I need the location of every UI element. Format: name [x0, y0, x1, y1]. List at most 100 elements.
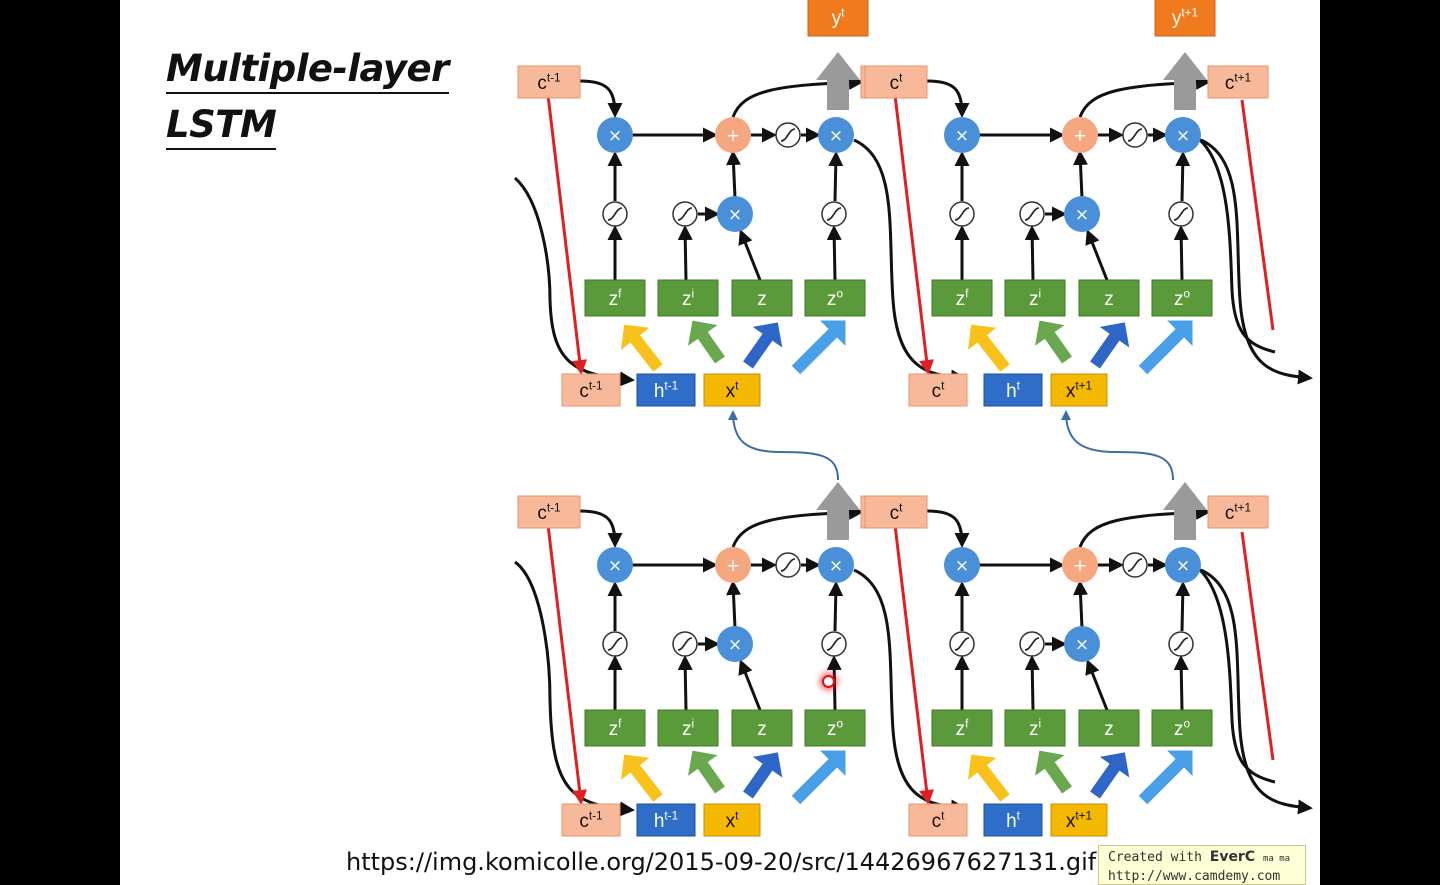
- layer2-cell1-output-multiply-node-symbol: ×: [829, 556, 843, 576]
- layer1-cell1-input-sigmoid-node: [672, 201, 698, 227]
- layer2-cell1-input-multiply-node: ×: [717, 626, 753, 662]
- layer2-cell2-red-peephole: [893, 524, 935, 805]
- layer1-cell2-input-multiply-node-circle: [1064, 196, 1100, 232]
- layer2-cell2-output-gate-box-label: zo: [1174, 718, 1191, 740]
- layer1-cell2-input-h-box: ht: [983, 373, 1043, 407]
- layer2-cell1-output-gate-box-bg: [804, 709, 866, 747]
- layer2-cell2-c-next-box-bg: [1207, 495, 1269, 529]
- layer1-cell2-cell-input-box-bg: [1078, 279, 1140, 317]
- layer-link-1: [728, 410, 839, 481]
- source-url: https://img.komicolle.org/2015-09-20/src…: [346, 848, 1097, 876]
- layer2-cell2-edge-zo-to-sig: [1173, 655, 1189, 711]
- layer2-cell2-input-c-box: ct: [908, 803, 968, 837]
- layer1-cell2-output-multiply-node-circle: [1165, 117, 1201, 153]
- layer1-cell2-edge-input-to-add: [1073, 150, 1089, 199]
- layer2-cell2-arrow-yellow: [968, 754, 1010, 802]
- layer1-cell2-c-next-box-label: ct+1: [1225, 72, 1251, 94]
- layer1-red-tail: [1240, 99, 1275, 331]
- layer1-cell2-edge-zi-to-sig: [1024, 225, 1040, 281]
- watermark-brand: EverC: [1209, 849, 1256, 865]
- layer1-cell1-output-sigmoid-node: [821, 201, 847, 227]
- layer2-cell1-output-sigmoid-node-curve: [826, 637, 842, 651]
- layer2-cell1-input-x-box-label: xt: [726, 810, 740, 832]
- layer1-cell1-forget-multiply-node: ×: [597, 117, 633, 153]
- layer2-cell2-output-gate-box-bg: [1151, 709, 1213, 747]
- layer1-cell2-cell-add-node: +: [1062, 117, 1098, 153]
- layer1-cell1-forget-gate-box-bg: [584, 279, 646, 317]
- layer1-cell2-cell-add-node-circle: [1062, 117, 1098, 153]
- layer1-cell2-input-gate-box-bg: [1004, 279, 1066, 317]
- layer2-cell1-edge-sigo-to-mult: [828, 581, 844, 632]
- layer1-cell1-arrow-green-shape: [688, 320, 725, 364]
- layer1-cell1-c-prev-box: ct-1: [517, 65, 581, 99]
- layer1-cell2-input-h-box-label: ht: [1006, 380, 1021, 402]
- layer1-cell2-input-sigmoid-node: [1019, 201, 1045, 227]
- layer1-cell1-input-x-box: xt: [703, 373, 761, 407]
- layer1-cell2-output-gate-box-bg: [1151, 279, 1213, 317]
- layer2-cell1-input-gate-box-bg: [657, 709, 719, 747]
- layer1-cell2-input-x-box: xt+1: [1050, 373, 1108, 407]
- layer1-cell2-input-gate-box-label: zi: [1029, 288, 1041, 310]
- layer2-cell1-cell-add-node-circle: [715, 547, 751, 583]
- layer1-cell1-output-multiply-node-symbol: ×: [829, 126, 843, 146]
- layer2-cell1-input-sigmoid-node-curve: [677, 637, 693, 651]
- layer2-cell1-input-sigmoid-node: [672, 631, 698, 657]
- layer2-cell2-edge-sigo-to-mult: [1175, 581, 1191, 632]
- layer2-cell2-cell-add-node-symbol: +: [1073, 556, 1087, 576]
- layer2-cell1-output-gate-box-label: zo: [827, 718, 844, 740]
- layer2-cell2-forget-multiply-node: ×: [944, 547, 980, 583]
- layer1-cell2-forget-sigmoid-node: [949, 201, 975, 227]
- layer2-cell1-input-h-box-label: ht-1: [654, 810, 678, 832]
- layer2-cell1-arrow-blue-dark: [743, 752, 783, 799]
- layer2-cell2-forget-sigmoid-node-curve: [954, 637, 970, 651]
- layer1-cell2-forget-gate-box-label: zf: [956, 288, 970, 310]
- layer2-cell1-output-multiply-node-circle: [818, 547, 854, 583]
- layer1-cell1-output-multiply-node-circle: [818, 117, 854, 153]
- layer1-cell2-c-prev-box-label: ct: [890, 72, 904, 94]
- slide-title-line-1: Multiple-layer: [166, 46, 449, 94]
- layer2-cell2-forget-multiply-node-circle: [944, 547, 980, 583]
- layer1-cell1-input-x-box-bg: [703, 373, 761, 407]
- layer2-cell2-forget-multiply-node-symbol: ×: [955, 556, 969, 576]
- layer1-cell2-arrow-yellow-shape: [968, 324, 1010, 372]
- layer1-cell2-arrow-blue-light-shape: [1138, 320, 1193, 375]
- layer2-cell1-input-gate-box-label: zi: [682, 718, 694, 740]
- layer1-cell1-input-multiply-node-symbol: ×: [728, 205, 742, 225]
- layer1-cell2-output-gate-box-label: zo: [1174, 288, 1191, 310]
- layer2-cell1-arrow-blue-light: [791, 750, 846, 805]
- layer2-cell2-arrow-yellow-shape: [968, 754, 1010, 802]
- layer1-cell1-cell-add-node-circle: [715, 117, 751, 153]
- layer2-cell1-c-prev-box-label: ct-1: [537, 502, 560, 524]
- layer1-cell2-input-x-box-label: xt+1: [1066, 380, 1092, 402]
- layer1-cell2-output-multiply-node: ×: [1165, 117, 1201, 153]
- layer1-cell2-edge-zo-to-sig: [1173, 225, 1189, 281]
- layer2-cell1-edge-input-to-add: [726, 580, 742, 629]
- layer1-cell2-input-sigmoid-node-curve: [1024, 207, 1040, 221]
- layer1-cell1-output-gate-box: zo: [804, 279, 866, 317]
- layer1-cell1-cell-input-box-bg: [731, 279, 793, 317]
- layer1-cell1-cell-tanh-node: [775, 122, 801, 148]
- layer2-cell1-forget-multiply-node-circle: [597, 547, 633, 583]
- layer2-cell2-arrow-blue-dark-shape: [1090, 752, 1130, 799]
- layer2-cell2-input-h-box: ht: [983, 803, 1043, 837]
- layer1-cell1-forget-multiply-node-circle: [597, 117, 633, 153]
- layer2-cell2-cell-add-node-circle: [1062, 547, 1098, 583]
- layer2-cell1-input-c-box: ct-1: [561, 803, 621, 837]
- layer1-cell1-y-output-box-bg: [807, 0, 869, 37]
- pointer-cursor: [822, 675, 835, 688]
- layer2-cell1-input-h-box-bg: [636, 803, 696, 837]
- layer1-cell1-edge-zi-to-sig: [677, 225, 693, 281]
- layer2-cell2-input-multiply-node: ×: [1064, 626, 1100, 662]
- layer1-cell2-input-c-box-bg: [908, 373, 968, 407]
- layer2-cell2-output-multiply-node-circle: [1165, 547, 1201, 583]
- layer1-cell1-c-prev-box-label: ct-1: [537, 72, 560, 94]
- layer2-cell1-input-x-box: xt: [703, 803, 761, 837]
- lstm-diagram: ct-1yt×+××zfzizzoct-1ht-1xtctctyt+1×+××z…: [513, 0, 1313, 837]
- layer1-cell1-arrow-blue-light-shape: [791, 320, 846, 375]
- layer1-cell2-forget-multiply-node-circle: [944, 117, 980, 153]
- layer1-cell1-input-multiply-node-circle: [717, 196, 753, 232]
- layer1-cell1-y-output-box-label: yt: [832, 7, 846, 29]
- layer2-cell1-input-c-box-label: ct-1: [579, 810, 602, 832]
- layer2-cell1-input-x-box-bg: [703, 803, 761, 837]
